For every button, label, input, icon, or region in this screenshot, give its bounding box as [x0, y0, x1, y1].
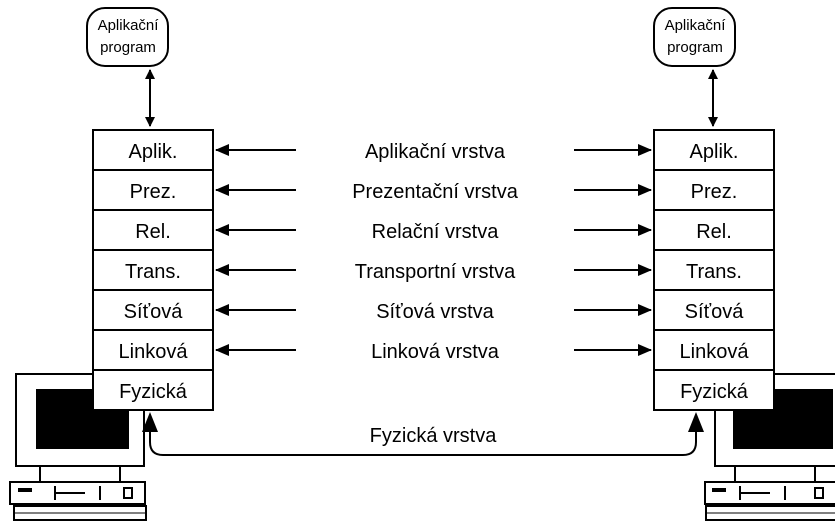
peer-label-application: Aplikační vrstva: [365, 141, 506, 163]
right-app-program-line1: Aplikační: [665, 17, 727, 34]
left-layer-network: Síťová: [124, 301, 184, 323]
left-layer-stack: Aplik. Prez. Rel. Trans. Síťová Linková …: [92, 129, 214, 411]
left-layer-transport: Trans.: [125, 261, 181, 283]
left-layer-datalink: Linková: [119, 341, 189, 363]
right-layer-presentation: Prez.: [691, 181, 738, 203]
peer-label-datalink: Linková vrstva: [371, 341, 500, 363]
right-layer-datalink: Linková: [680, 341, 750, 363]
left-app-program-line1: Aplikační: [98, 17, 160, 34]
right-app-program-line2: program: [667, 39, 723, 56]
left-app-program-node: Aplikační program: [86, 7, 169, 67]
physical-link: Fyzická vrstva: [142, 412, 704, 456]
right-layer-session: Rel.: [696, 221, 732, 243]
peer-label-session: Relační vrstva: [372, 221, 500, 243]
right-computer-icon: [704, 373, 835, 521]
left-layer-application: Aplik.: [129, 141, 178, 163]
right-layer-application: Aplik.: [690, 141, 739, 163]
left-layer-session: Rel.: [135, 221, 171, 243]
peer-label-network: Síťová vrstva: [376, 301, 494, 323]
left-layer-physical: Fyzická: [119, 381, 188, 403]
left-layer-presentation: Prez.: [130, 181, 177, 203]
right-app-program-node: Aplikační program: [653, 7, 736, 67]
peer-links: Aplikační vrstva Prezentační vrstva Rela…: [215, 141, 652, 363]
right-layer-transport: Trans.: [686, 261, 742, 283]
right-layer-stack: Aplik. Prez. Rel. Trans. Síťová Linková …: [653, 129, 775, 411]
physical-link-label: Fyzická vrstva: [370, 425, 498, 447]
right-layer-physical: Fyzická: [680, 381, 749, 403]
peer-label-presentation: Prezentační vrstva: [352, 181, 519, 203]
right-layer-network: Síťová: [685, 301, 745, 323]
peer-label-transport: Transportní vrstva: [355, 261, 516, 283]
left-app-program-line2: program: [100, 39, 156, 56]
